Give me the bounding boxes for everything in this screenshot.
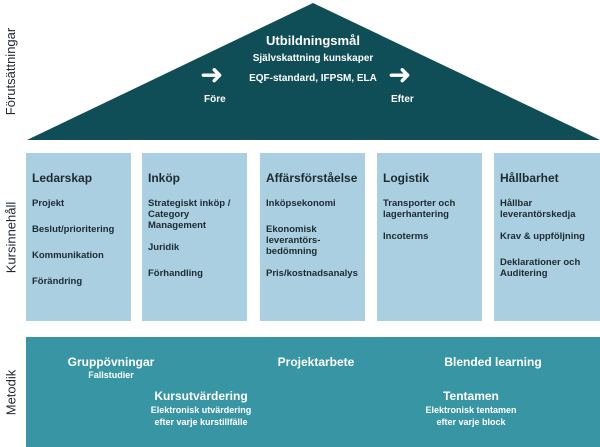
pillar-item: Inköpsekonomi <box>266 198 336 209</box>
pillar-sustainability: Hållbarhet Hållbar leverantörskedja Krav… <box>494 153 600 321</box>
method-evaluation-line-2: efter varje kurstillfälle <box>154 417 248 427</box>
method-project-work: Projektarbete <box>277 355 355 369</box>
method-blended-learning: Blended learning <box>444 355 542 369</box>
method-course-evaluation: Kursutvärdering <box>154 389 248 403</box>
pillar-item: Transporter och lagerhantering <box>383 198 456 220</box>
pillar-business-understanding: Affärsförståelse Inköpsekonomi Ekonomisk… <box>260 153 365 321</box>
method-exam: Tentamen <box>443 389 499 403</box>
pillar-item: Kommunikation <box>32 250 104 261</box>
pillar-item: Ekonomisk leverantörs-bedömning <box>266 224 321 257</box>
pillar-item: Strategiskt inköp / Category Management <box>148 198 231 231</box>
pillar-title: Hållbarhet <box>500 171 559 185</box>
pillar-item: Förändring <box>32 276 83 287</box>
pillar-item: Krav & uppföljning <box>500 231 585 242</box>
side-label-methodology: Metodik <box>3 369 19 415</box>
pillar-title: Inköp <box>148 171 180 185</box>
pillar-title: Logistik <box>383 171 430 185</box>
roof-title: Utbildningsmål <box>266 33 360 48</box>
roof-prerequisites: Utbildningsmål Självskattning kunskaper … <box>0 0 600 142</box>
roof-line-self-assessment: Självskattning kunskaper <box>252 53 374 64</box>
method-case-studies: Fallstudier <box>88 370 134 380</box>
before-label: Före <box>204 94 226 105</box>
arrow-right-icon-after: ➜ <box>388 59 412 90</box>
methodology-base: Gruppövningar Fallstudier Projektarbete … <box>26 337 600 447</box>
pillar-logistics: Logistik Transporter och lagerhantering … <box>377 153 482 321</box>
pillar-title: Affärsförståelse <box>266 171 358 185</box>
pillar-leadership: Ledarskap Projekt Beslut/prioritering Ko… <box>26 153 131 321</box>
pillar-item: Juridik <box>148 242 180 253</box>
roof-triangle <box>27 3 600 140</box>
method-exam-line-1: Elektronisk tentamen <box>425 405 517 415</box>
side-label-course-content: Kursinnehåll <box>3 201 19 273</box>
pillar-item: Projekt <box>32 198 65 209</box>
pillar-item: Hållbar leverantörskedja <box>500 198 576 220</box>
method-group-exercises: Gruppövningar <box>67 355 155 369</box>
method-exam-line-2: efter varje block <box>436 417 506 427</box>
pillar-item: Deklarationer och Auditering <box>500 257 581 279</box>
after-label: Efter <box>391 94 414 105</box>
pillar-purchasing: Inköp Strategiskt inköp / Category Manag… <box>142 153 247 321</box>
method-evaluation-line-1: Elektronisk utvärdering <box>150 405 252 415</box>
pillar-item: Incoterms <box>383 231 429 242</box>
roof-line-standards: EQF-standard, IFPSM, ELA <box>249 73 377 84</box>
pillar-item: Pris/kostnadsanalys <box>266 268 358 279</box>
pillar-title: Ledarskap <box>32 171 93 185</box>
pillar-item: Beslut/prioritering <box>32 224 115 235</box>
pillar-item: Förhandling <box>148 268 203 279</box>
arrow-right-icon-before: ➜ <box>200 59 224 90</box>
